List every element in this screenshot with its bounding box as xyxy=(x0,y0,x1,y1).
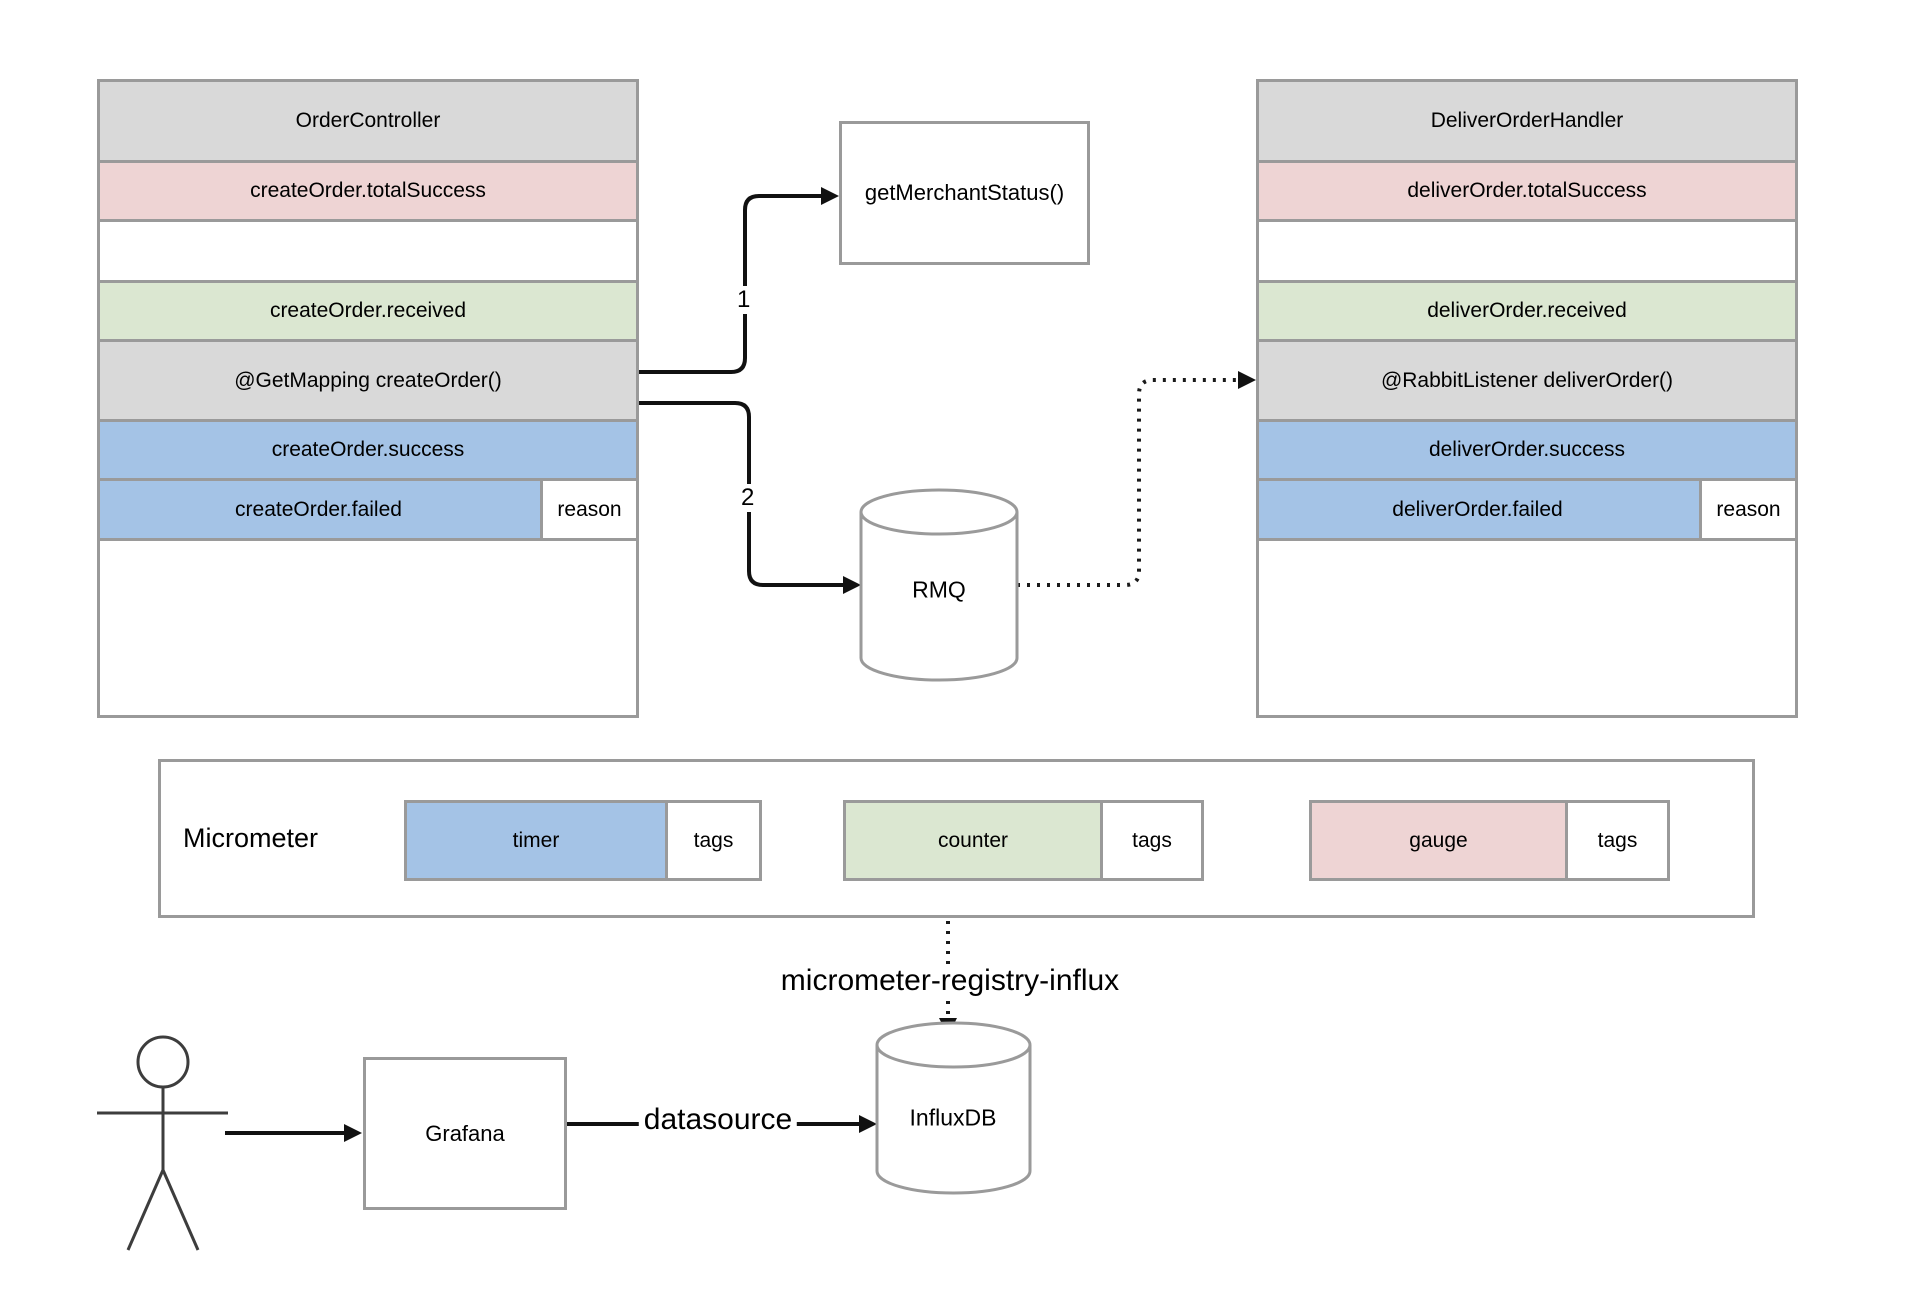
gauge-cell: gauge xyxy=(1309,800,1568,881)
registry-influx-label: micrometer-registry-influx xyxy=(775,964,1125,998)
micrometer-title: Micrometer xyxy=(183,823,319,853)
step1-label: 1 xyxy=(732,286,756,314)
dotted-arrow-influx-head xyxy=(939,1018,957,1036)
arrow-datasource-head xyxy=(859,1115,877,1133)
order-controller-title: OrderController xyxy=(100,82,636,163)
row-deliverorder-totalsuccess: deliverOrder.totalSuccess xyxy=(1259,163,1795,222)
deliver-order-handler-box: DeliverOrderHandler deliverOrder.totalSu… xyxy=(1256,79,1798,718)
arrow-step1 xyxy=(639,194,822,374)
micrometer-box: Micrometer timer tags counter tags gauge… xyxy=(158,759,1755,918)
createorder-failed-label: createOrder.failed xyxy=(235,497,402,521)
datasource-label: datasource xyxy=(638,1103,798,1137)
step2-label: 2 xyxy=(736,484,760,512)
rmq-label: RMQ xyxy=(912,576,966,603)
gauge-tags-cell: tags xyxy=(1565,800,1670,881)
row-empty xyxy=(1259,222,1795,283)
arrow-actor-head xyxy=(344,1124,362,1142)
row-createorder-totalsuccess: createOrder.totalSuccess xyxy=(100,163,636,222)
timer-tags-cell: tags xyxy=(665,800,762,881)
counter-tags-cell: tags xyxy=(1100,800,1204,881)
arrow-step1-head xyxy=(821,187,839,205)
deliver-order-handler-title: DeliverOrderHandler xyxy=(1259,82,1795,163)
influxdb-label: InfluxDB xyxy=(909,1104,997,1131)
row-deliverorder-received: deliverOrder.received xyxy=(1259,283,1795,342)
timer-cell: timer xyxy=(404,800,668,881)
row-createorder-success: createOrder.success xyxy=(100,422,636,481)
get-merchant-status-box: getMerchantStatus() xyxy=(839,121,1090,265)
timer-metric: timer tags xyxy=(404,800,762,881)
row-rabbitlistener-deliverorder: @RabbitListener deliverOrder() xyxy=(1259,342,1795,422)
actor-icon xyxy=(97,1035,228,1251)
row-createorder-received: createOrder.received xyxy=(100,283,636,342)
grafana-box: Grafana xyxy=(363,1057,567,1210)
order-controller-box: OrderController createOrder.totalSuccess… xyxy=(97,79,639,718)
counter-cell: counter xyxy=(843,800,1103,881)
counter-metric: counter tags xyxy=(843,800,1204,881)
row-empty xyxy=(1259,541,1795,715)
createorder-reason-box: reason xyxy=(540,478,639,541)
deliverorder-failed-label: deliverOrder.failed xyxy=(1392,497,1563,521)
gauge-metric: gauge tags xyxy=(1309,800,1670,881)
row-empty xyxy=(100,222,636,283)
deliverorder-reason-box: reason xyxy=(1699,478,1798,541)
row-empty xyxy=(100,541,636,715)
row-getmapping-createorder: @GetMapping createOrder() xyxy=(100,342,636,422)
row-deliverorder-failed: deliverOrder.failed reason xyxy=(1259,478,1798,541)
row-createorder-failed: createOrder.failed reason xyxy=(100,478,639,541)
row-deliverorder-success: deliverOrder.success xyxy=(1259,422,1795,481)
dotted-arrow-rmq-to-listener xyxy=(1017,378,1238,587)
dotted-arrow-rmq-head xyxy=(1238,371,1256,389)
arrow-step2-head xyxy=(843,576,861,594)
